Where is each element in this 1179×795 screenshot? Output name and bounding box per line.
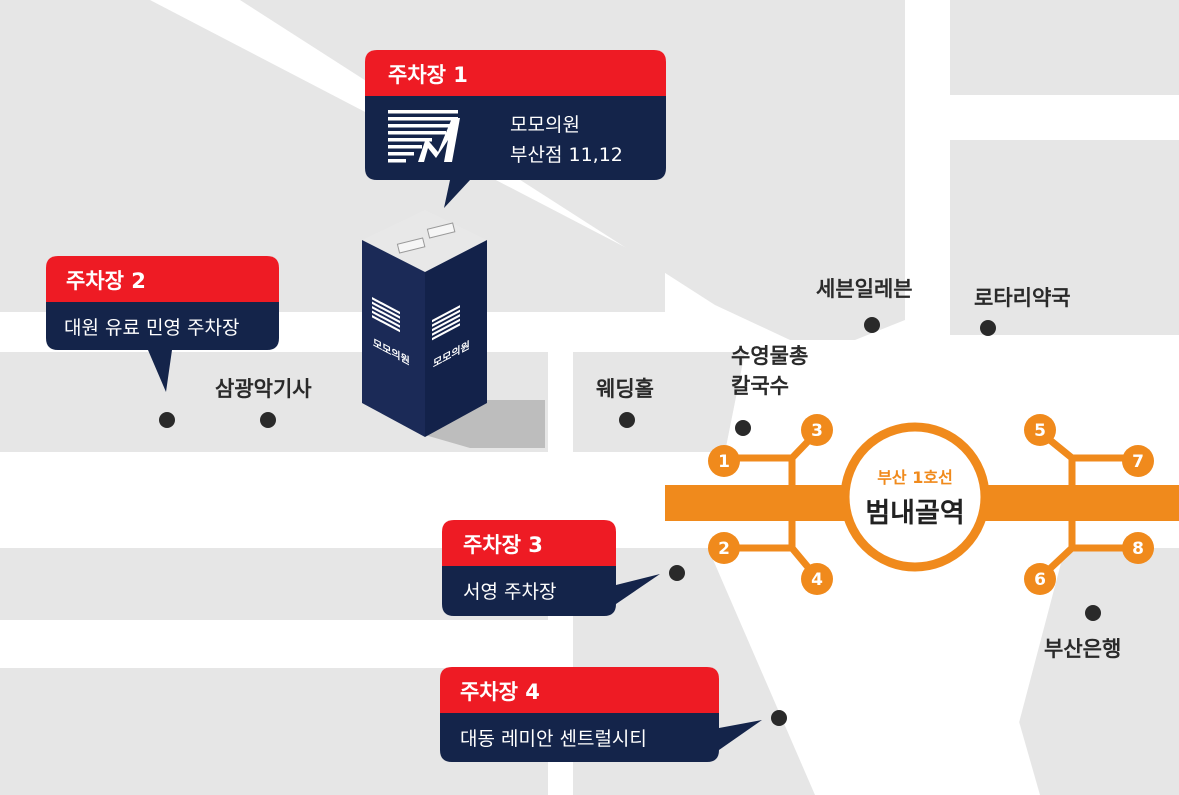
exit-6-number: 6 [1034,570,1046,590]
subway-line: 부산 1호선 범내골역 [665,422,1179,582]
callout-4-title: 주차장 4 [460,680,540,704]
exit-1-marker [708,445,740,477]
parking-callout-3[interactable]: 주차장 3 서영 주차장 [442,520,660,616]
landmark-suyeong-dot [735,420,751,436]
callout-3-title: 주차장 3 [463,533,543,557]
landmark-suyeong[interactable]: 수영물총 칼국수 [731,344,808,436]
exit-8-number: 8 [1132,539,1144,559]
exit-8[interactable]: 8 [1122,532,1154,564]
block-middle-right [573,352,745,452]
landmark-seven-eleven-dot [864,317,880,333]
parking-4-location-dot [771,710,787,726]
callout-1-header-bg [365,50,666,96]
roof-vent-2 [426,222,456,239]
clinic-name: 모모의원 [510,114,580,136]
exit-7[interactable]: 7 [1122,445,1154,477]
exit-5-number: 5 [1034,421,1046,441]
block-lower-right [1000,548,1179,795]
station-exits: 1 2 3 4 5 6 7 8 [708,414,1154,595]
exit-7-number: 7 [1132,452,1144,472]
block-top-right-2 [950,140,1179,335]
parking-3-location-dot [669,565,685,581]
clinic-building[interactable]: 모모의원 모모의원 [362,210,545,448]
exit-1-number: 1 [718,452,730,472]
exit-4-marker [801,563,833,595]
exit-5[interactable]: 5 [1024,414,1056,446]
building-shadow [425,400,545,448]
exit-3-number: 3 [811,421,823,441]
landmark-wedding-dot [619,412,635,428]
landmark-rotary-label: 로타리약국 [974,286,1071,310]
exit-4[interactable]: 4 [801,563,833,595]
parking-callout-1[interactable]: 주차장 1 모모의원 부산점 11,12 [365,50,666,208]
landmark-samgwang-label: 삼광악기사 [215,377,312,401]
landmark-seven-eleven-label: 세븐일레븐 [816,277,913,301]
landmark-wedding-label: 웨딩홀 [596,377,654,401]
parking-callout-2[interactable]: 주차장 2 대원 유료 민영 주차장 [46,256,279,392]
exit-5-marker [1024,414,1056,446]
exit-2-marker [708,532,740,564]
block-top-left [0,0,665,312]
road-south-fan-1 [830,620,925,795]
momo-clinic-m-logo-icon [388,110,460,163]
callout-4-header-bg [440,667,719,713]
exit-2-number: 2 [718,539,730,559]
landmark-busan-bank[interactable]: 부산은행 [1044,605,1121,661]
exit-7-marker [1122,445,1154,477]
exit-6-marker [1024,563,1056,595]
landmark-busan-bank-dot [1085,605,1101,621]
callout-3-header-bg [442,520,616,566]
station-line-label: 부산 1호선 [877,468,953,487]
clinic-branch: 부산점 11,12 [510,144,623,166]
exit-2[interactable]: 2 [708,532,740,564]
building-left-face [362,240,425,437]
callout-4-body-bg [440,713,762,762]
callout-2-body-bg [46,302,279,392]
callout-4-detail: 대동 레미안 센트럴시티 [460,728,647,750]
exit-3[interactable]: 3 [801,414,833,446]
exit-3-marker [801,414,833,446]
station-circle [840,422,990,572]
callout-1-title: 주차장 1 [388,63,468,87]
exit-8-marker [1122,532,1154,564]
landmark-rotary[interactable]: 로타리약국 [974,286,1071,336]
parking-2-location-dot [159,412,175,428]
callout-2-title: 주차장 2 [66,269,146,293]
building-right-face [425,240,487,437]
block-top-right-1 [950,0,1179,95]
landmarks: 삼광악기사 웨딩홀 수영물총 칼국수 세븐일레븐 로타리약국 부산은행 [159,277,1121,726]
callout-2-header-bg [46,256,279,302]
callout-2-detail: 대원 유료 민영 주차장 [64,317,239,339]
landmark-busan-bank-label: 부산은행 [1044,637,1121,661]
roof-vent-1 [396,237,426,254]
landmark-suyeong-label-1: 수영물총 [731,344,808,368]
building-roof [362,210,487,272]
exit-1[interactable]: 1 [708,445,740,477]
station-name: 범내골역 [865,498,964,529]
landmark-rotary-dot [980,320,996,336]
exit-6[interactable]: 6 [1024,563,1056,595]
road-south-fan-2 [955,620,1040,795]
landmark-wedding[interactable]: 웨딩홀 [596,377,654,428]
landmark-samgwang-dot [260,412,276,428]
callout-3-detail: 서영 주차장 [463,581,556,603]
landmark-suyeong-label-2: 칼국수 [731,374,789,398]
exit-4-number: 4 [811,570,823,590]
landmark-samgwang[interactable]: 삼광악기사 [215,377,312,428]
callout-3-body-bg [442,566,660,616]
parking-callout-4[interactable]: 주차장 4 대동 레미안 센트럴시티 [440,667,762,762]
landmark-seven-eleven[interactable]: 세븐일레븐 [816,277,913,333]
